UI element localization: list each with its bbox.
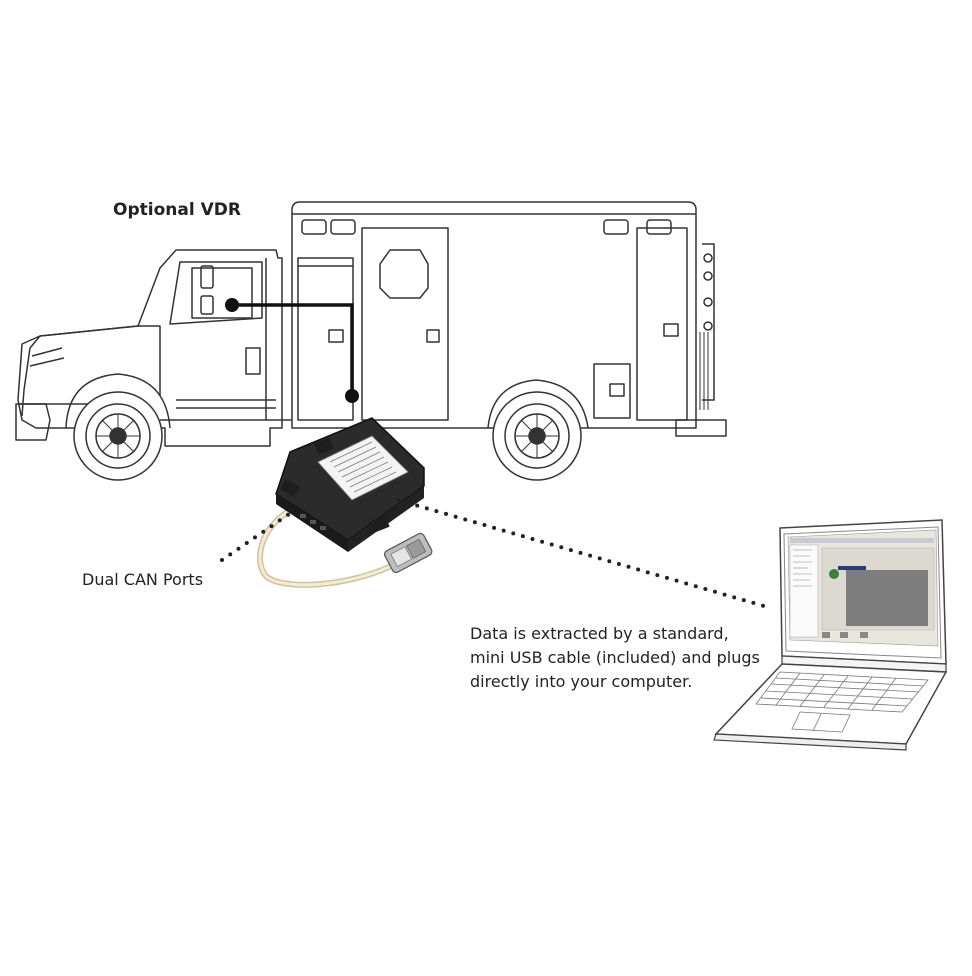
usb-description-line-1: Data is extracted by a standard, <box>470 624 729 643</box>
laptop-screen <box>787 529 939 647</box>
optional-vdr-label: Optional VDR <box>113 200 241 220</box>
usb-description-label: Data is extracted by a standard, mini US… <box>470 622 800 694</box>
laptop-keyboard <box>755 671 929 713</box>
usb-description-line-3: directly into your computer. <box>470 672 693 691</box>
front-wheel <box>73 391 163 481</box>
usb-description-line-2: mini USB cable (included) and plugs <box>470 648 760 667</box>
ambulance <box>15 201 727 447</box>
dotted-line-can <box>220 510 294 562</box>
vdr-wire <box>225 298 359 403</box>
rear-wheel <box>492 391 582 481</box>
dual-can-ports-label: Dual CAN Ports <box>82 570 204 589</box>
dotted-line-usb <box>396 498 766 608</box>
laptop <box>713 519 948 751</box>
